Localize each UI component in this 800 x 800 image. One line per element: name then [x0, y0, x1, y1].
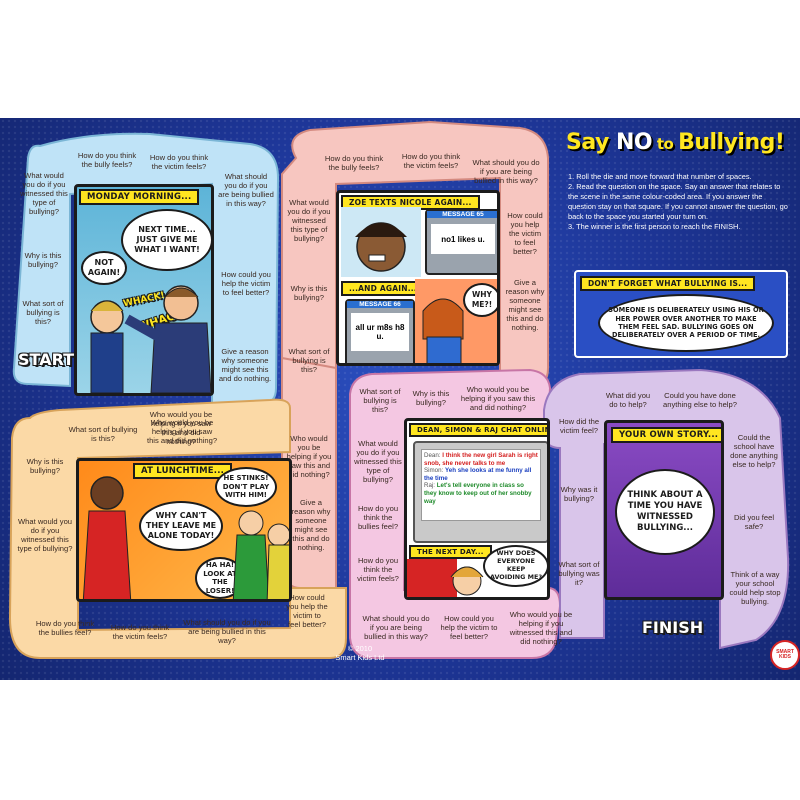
- laptop: Dean: I think the new girl Sarah is righ…: [413, 441, 547, 543]
- copyright: © 2010 Smart Kids Ltd: [300, 644, 420, 662]
- square-red-2[interactable]: How do you think the victim feels?: [401, 152, 461, 170]
- square-blue-8[interactable]: Why is this bullying?: [24, 251, 62, 269]
- pink-bubble: WHY DOES EVERYONE KEEP AVOIDING ME?: [483, 545, 547, 587]
- rule-3: 3. The winner is the first person to rea…: [568, 222, 741, 231]
- rule-1: 1. Roll the die and move forward that nu…: [568, 172, 752, 181]
- zoe-figure: [341, 207, 421, 277]
- copyright-year: © 2010: [347, 644, 373, 653]
- square-red-6[interactable]: Who would you be helping if you saw this…: [286, 433, 332, 479]
- square-purple-3[interactable]: How did the victim feel?: [558, 417, 600, 435]
- definition-box: DON'T FORGET WHAT BULLYING IS... SOMEONE…: [574, 270, 788, 358]
- pink-scene-panel: DEAN, SIMON & RAJ CHAT ONLINE... Dean: I…: [404, 418, 550, 600]
- blue-scene-figures: [90, 285, 211, 393]
- square-pink-7[interactable]: What should you do if you are being bull…: [362, 613, 430, 641]
- square-red-4[interactable]: How could you help the victim to feel be…: [507, 210, 543, 256]
- square-orange-9[interactable]: Who would you be helping if you saw this…: [146, 417, 218, 445]
- square-blue-7[interactable]: What would you do if you witnessed this …: [20, 170, 68, 216]
- square-purple-6[interactable]: Think of a way your school could help st…: [729, 570, 781, 606]
- smart-kids-logo: SMART KIDS: [770, 640, 800, 670]
- orange-bubble-1: WHY CAN'T THEY LEAVE ME ALONE TODAY!: [139, 501, 223, 551]
- phone-2-text: all ur m8s h8 u.: [351, 313, 409, 351]
- purple-caption: YOUR OWN STORY...: [611, 427, 721, 443]
- square-orange-3[interactable]: What would you do if you witnessed this …: [17, 517, 73, 553]
- square-blue-4[interactable]: How could you help the victim to feel be…: [221, 269, 271, 297]
- chat-window: Dean: I think the new girl Sarah is righ…: [421, 449, 541, 521]
- square-pink-11[interactable]: Why was it bullying?: [560, 485, 598, 503]
- phone-1-text: no1 likes u.: [431, 224, 495, 254]
- chat-line-1: Dean: I think the new girl Sarah is righ…: [424, 452, 538, 467]
- page-title: Say NO to Bullying!: [566, 130, 785, 155]
- finish-label: FINISH: [642, 618, 704, 637]
- square-blue-9[interactable]: What sort of bullying is this?: [22, 298, 64, 326]
- rule-2: 2. Read the question on the space. Say a…: [568, 182, 788, 221]
- purple-scene-panel: YOUR OWN STORY... THINK ABOUT A TIME YOU…: [604, 420, 724, 600]
- square-blue-1[interactable]: How do you think the bully feels?: [77, 151, 137, 169]
- square-orange-7[interactable]: How could you help the victim to feel be…: [286, 593, 328, 629]
- square-red-9[interactable]: What sort of bullying is this?: [288, 346, 330, 374]
- square-orange-6[interactable]: What should you do if you are being bull…: [183, 617, 271, 645]
- square-orange-4[interactable]: How do you think the bullies feel?: [35, 619, 95, 637]
- square-pink-9[interactable]: Who would you be helping if you witnesse…: [509, 610, 573, 646]
- title-to: to: [652, 135, 679, 153]
- phone-1: MESSAGE 65 no1 likes u.: [425, 209, 497, 275]
- square-pink-3[interactable]: Why is this bullying?: [412, 389, 450, 407]
- phone-1-header: MESSAGE 65: [427, 211, 497, 218]
- orange-caption: AT LUNCHTIME...: [133, 463, 233, 479]
- square-purple-1[interactable]: What did you do to help?: [605, 391, 651, 409]
- blue-bubble-small: NOT AGAIN!: [81, 251, 127, 285]
- start-label: START: [18, 350, 75, 369]
- logo-text: SMART KIDS: [776, 648, 794, 660]
- chat-line-3: Raj: Let's tell everyone in class so the…: [424, 482, 532, 505]
- pink-caption: DEAN, SIMON & RAJ CHAT ONLINE...: [409, 423, 547, 437]
- square-blue-6[interactable]: Who would you be helping if you saw this…: [149, 410, 213, 446]
- chat-line-2: Simon: Yeh she looks at me funny all the…: [424, 467, 532, 482]
- square-orange-2[interactable]: Why is this bullying?: [26, 457, 64, 475]
- orange-scene-panel: AT LUNCHTIME... WHY CAN'T THEY LEAVE ME …: [76, 458, 292, 602]
- square-blue-5[interactable]: Give a reason why someone might see this…: [218, 347, 272, 383]
- square-pink-10[interactable]: What sort of bullying was it?: [558, 559, 600, 587]
- phone-2: MESSAGE 66 all ur m8s h8 u.: [345, 299, 415, 363]
- red-scene-panel: ZOE TEXTS NICOLE AGAIN... MESSAGE 65 no1…: [336, 190, 500, 366]
- square-pink-5[interactable]: How do you think the bullies feel?: [357, 503, 399, 531]
- square-blue-3[interactable]: What should you do if you are being bull…: [218, 172, 274, 208]
- square-red-3[interactable]: What should you do if you are being bull…: [472, 157, 540, 185]
- square-orange-8[interactable]: Give a reason why someone might see this…: [291, 498, 331, 552]
- blue-caption: MONDAY MORNING...: [79, 189, 200, 205]
- square-red-5[interactable]: Give a reason why someone might see this…: [505, 278, 545, 332]
- copyright-company: Smart Kids Ltd: [335, 653, 385, 662]
- square-purple-5[interactable]: Did you feel safe?: [733, 513, 775, 531]
- square-purple-2[interactable]: Could you have done anything else to hel…: [663, 391, 737, 409]
- square-red-1[interactable]: How do you think the bully feels?: [324, 154, 384, 172]
- square-red-8[interactable]: Why is this bullying?: [290, 284, 328, 302]
- phone-2-header: MESSAGE 66: [347, 301, 413, 308]
- square-pink-8[interactable]: How could you help the victim to feel be…: [440, 613, 498, 641]
- square-red-7[interactable]: What would you do if you witnessed this …: [287, 197, 331, 243]
- square-pink-1[interactable]: What sort of bullying is this?: [359, 386, 401, 414]
- game-board: Say NO to Bullying! 1. Roll the die and …: [0, 118, 800, 680]
- square-blue-2[interactable]: How do you think the victim feels?: [149, 153, 209, 171]
- red-caption-2: ...AND AGAIN...: [341, 281, 425, 296]
- definition-bubble: SOMEONE IS DELIBERATELY USING HIS OR HER…: [598, 294, 774, 352]
- square-orange-5[interactable]: How do you think the victim feels?: [110, 623, 170, 641]
- square-pink-6[interactable]: How do you think the victim feels?: [357, 555, 399, 583]
- square-pink-2[interactable]: Who would you be helping if you saw this…: [460, 384, 536, 412]
- red-bubble: WHY ME?!: [463, 283, 497, 317]
- purple-bubble: THINK ABOUT A TIME YOU HAVE WITNESSED BU…: [615, 469, 715, 555]
- rules-list: 1. Roll the die and move forward that nu…: [568, 172, 790, 232]
- orange-scene-figures: [82, 476, 289, 599]
- orange-bubble-2: HE STINKS! DON'T PLAY WITH HIM!: [215, 467, 277, 507]
- blue-bubble-big: NEXT TIME... JUST GIVE ME WHAT I WANT!: [121, 209, 211, 271]
- square-purple-4[interactable]: Could the school have done anything else…: [730, 433, 778, 469]
- title-part1: Say: [566, 130, 617, 155]
- blue-scene-panel: MONDAY MORNING... NEXT TIME... JUST GIVE…: [74, 184, 214, 396]
- pink-scene-figures: [407, 559, 484, 597]
- square-orange-1[interactable]: What sort of bullying is this?: [68, 425, 138, 443]
- square-pink-4[interactable]: What would you do if you witnessed this …: [354, 438, 402, 484]
- title-no: NO: [616, 130, 653, 155]
- definition-caption: DON'T FORGET WHAT BULLYING IS...: [580, 276, 756, 291]
- title-part2: Bullying!: [678, 130, 785, 155]
